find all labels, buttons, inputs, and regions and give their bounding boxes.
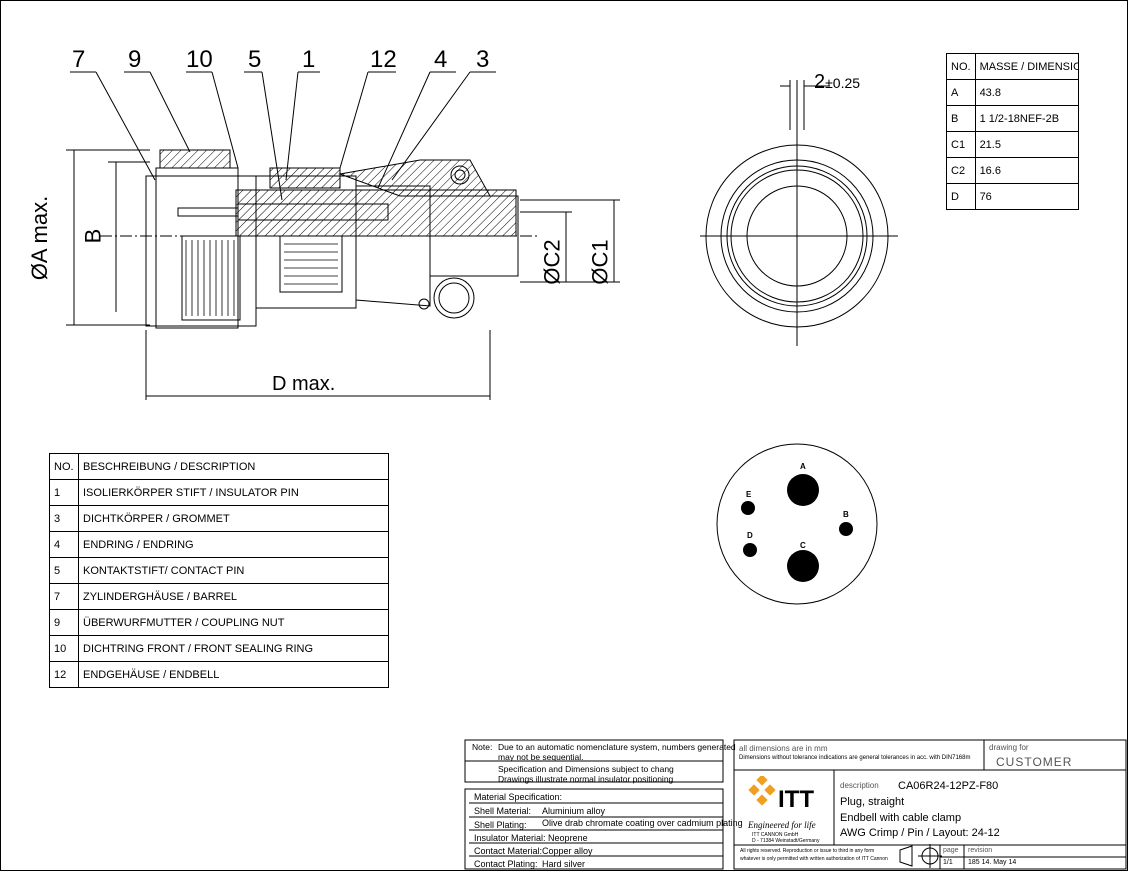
brand: ITT bbox=[778, 786, 814, 813]
description-label: description bbox=[840, 781, 879, 790]
callout-5: 5 bbox=[248, 46, 262, 73]
revision-label: revision bbox=[968, 847, 993, 854]
material-row: Contact Material: bbox=[474, 846, 543, 856]
callout-1: 1 bbox=[302, 46, 316, 73]
note-text-2: Specification and Dimensions subject to … bbox=[498, 764, 674, 784]
note-label: Note: bbox=[472, 742, 493, 752]
pin-b-label: B bbox=[843, 510, 849, 519]
material-row: Contact Plating: bbox=[474, 859, 538, 869]
material-value: Olive drab chromate coating over cadmium… bbox=[542, 818, 743, 828]
note-block: Note: bbox=[472, 742, 492, 752]
dim-d-label: D max. bbox=[272, 373, 336, 395]
tolerance-note: Dimensions without tolerance indications… bbox=[739, 755, 971, 761]
tagline: Engineered for life bbox=[748, 820, 816, 830]
callout-4: 4 bbox=[434, 46, 448, 73]
description-line-1: Plug, straight bbox=[840, 796, 905, 808]
page-number: 1/1 bbox=[943, 859, 953, 866]
callout-3: 3 bbox=[476, 46, 490, 73]
callout-10: 10 bbox=[186, 46, 213, 73]
callout-9: 9 bbox=[128, 46, 142, 73]
company-line-2: D - 71384 Weinstadt/Germany bbox=[752, 838, 820, 844]
dim-header-no: NO. bbox=[946, 53, 976, 80]
company-line-1: ITT CANNON GmbH bbox=[752, 832, 799, 838]
revision-value: 185 14. May 14 bbox=[968, 859, 1017, 866]
callout-12: 12 bbox=[370, 46, 397, 73]
pin-a-label: A bbox=[800, 462, 806, 471]
material-title: Material Specification: bbox=[474, 792, 563, 802]
dim-tol: 2±0.25 bbox=[814, 71, 861, 93]
dimension-table: NO. MASSE / DIMENSION A43.8 B1 1/2-18NEF… bbox=[946, 53, 1079, 210]
dims-unit: all dimensions are in mm bbox=[739, 744, 828, 753]
material-value: Hard silver bbox=[542, 859, 586, 869]
pin-e-label: E bbox=[746, 490, 752, 499]
page-label: page bbox=[943, 847, 959, 854]
pin-c-label: C bbox=[800, 541, 806, 550]
material-row: Shell Plating: bbox=[474, 820, 527, 830]
material-value: Aluminium alloy bbox=[542, 806, 606, 816]
part-number: CA06R24-12PZ-F80 bbox=[898, 780, 999, 792]
pin-d-label: D bbox=[747, 531, 753, 540]
description-line-3: AWG Crimp / Pin / Layout: 24-12 bbox=[840, 827, 1000, 839]
drawing-for: CUSTOMER bbox=[996, 755, 1073, 769]
itt-logo-icon bbox=[748, 776, 776, 806]
material-row: Insulator Material: Neoprene bbox=[474, 833, 588, 843]
description-line-2: Endbell with cable clamp bbox=[840, 812, 962, 824]
callout-7: 7 bbox=[72, 46, 86, 73]
rights-line-2: whatever is only permitted with written … bbox=[740, 856, 888, 862]
material-value: Copper alloy bbox=[542, 846, 593, 856]
material-row: Shell Material: bbox=[474, 806, 532, 816]
drawing-for-label: drawing for bbox=[989, 743, 1029, 752]
dim-header-dimension: MASSE / DIMENSION bbox=[974, 53, 1079, 80]
rights-line-1: All rights reserved. Reproduction or iss… bbox=[740, 848, 875, 854]
note-text-1: Due to an automatic nomenclature system,… bbox=[498, 742, 736, 762]
